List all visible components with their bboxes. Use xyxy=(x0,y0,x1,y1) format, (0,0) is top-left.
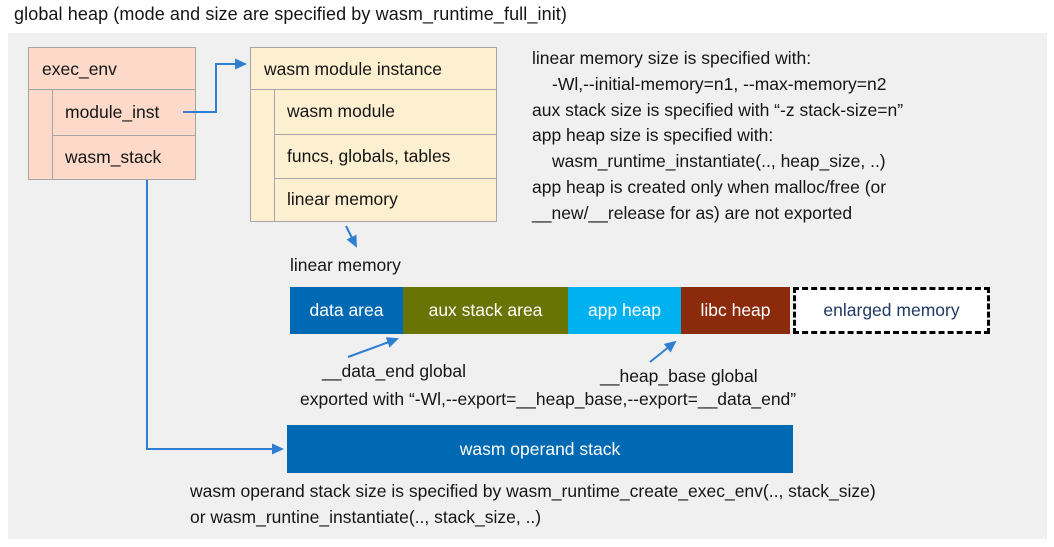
exported-with-label: exported with “-Wl,--export=__heap_base,… xyxy=(300,389,797,409)
exec-env-header: exec_env xyxy=(29,48,195,90)
linear-memory-bar: data area aux stack area app heap libc h… xyxy=(290,287,790,334)
exec-env-body: module_inst wasm_stack xyxy=(29,90,195,179)
note-line: aux stack size is specified with “-z sta… xyxy=(532,99,904,120)
segment-app-heap: app heap xyxy=(568,287,681,334)
module-instance-row-wasm-module: wasm module xyxy=(287,101,395,122)
exec-env-row-wasm-stack: wasm_stack xyxy=(53,134,195,180)
exec-env-row-module-inst: module_inst xyxy=(65,101,160,122)
module-instance-indent-strip xyxy=(251,90,275,222)
segment-libc-heap: libc heap xyxy=(681,287,790,334)
module-instance-row-linear-memory: linear memory xyxy=(275,177,496,222)
operand-stack-notes: wasm operand stack size is specified by … xyxy=(190,478,876,530)
note-line: linear memory size is specified with: xyxy=(532,48,812,68)
module-instance-box: wasm module instance wasm module funcs, … xyxy=(250,47,497,222)
note-line: wasm operand stack size is specified by … xyxy=(190,481,876,501)
wasm-operand-stack-box: wasm operand stack xyxy=(287,425,793,473)
linear-memory-label: linear memory xyxy=(290,255,401,275)
segment-enlarged-memory: enlarged memory xyxy=(793,287,990,334)
data-end-global-label: __data_end global xyxy=(322,361,467,381)
heap-base-global-label: __heap_base global xyxy=(600,366,758,386)
module-instance-body: wasm module funcs, globals, tables linea… xyxy=(251,90,496,222)
exec-env-indent-strip xyxy=(29,90,53,179)
segment-aux-stack-area: aux stack area xyxy=(403,287,568,334)
module-instance-header: wasm module instance xyxy=(251,48,496,90)
note-line: app heap is created only when malloc/fre… xyxy=(532,176,887,197)
note-line: __new/__release for as) are not exported xyxy=(532,202,853,223)
diagram-title: global heap (mode and size are specified… xyxy=(14,4,567,24)
exec-env-box: exec_env module_inst wasm_stack xyxy=(28,47,196,180)
note-line: or wasm_runtine_instantiate(.., stack_si… xyxy=(190,507,542,527)
memory-size-notes: linear memory size is specified with: -W… xyxy=(532,46,903,227)
segment-data-area: data area xyxy=(290,287,403,334)
note-line: wasm_runtime_instantiate(.., heap_size, … xyxy=(552,151,886,172)
note-line: app heap size is specified with: xyxy=(532,125,774,146)
note-line: -Wl,--initial-memory=n1, --max-memory=n2 xyxy=(552,73,887,94)
module-instance-row-funcs-globals-tables: funcs, globals, tables xyxy=(275,133,496,178)
